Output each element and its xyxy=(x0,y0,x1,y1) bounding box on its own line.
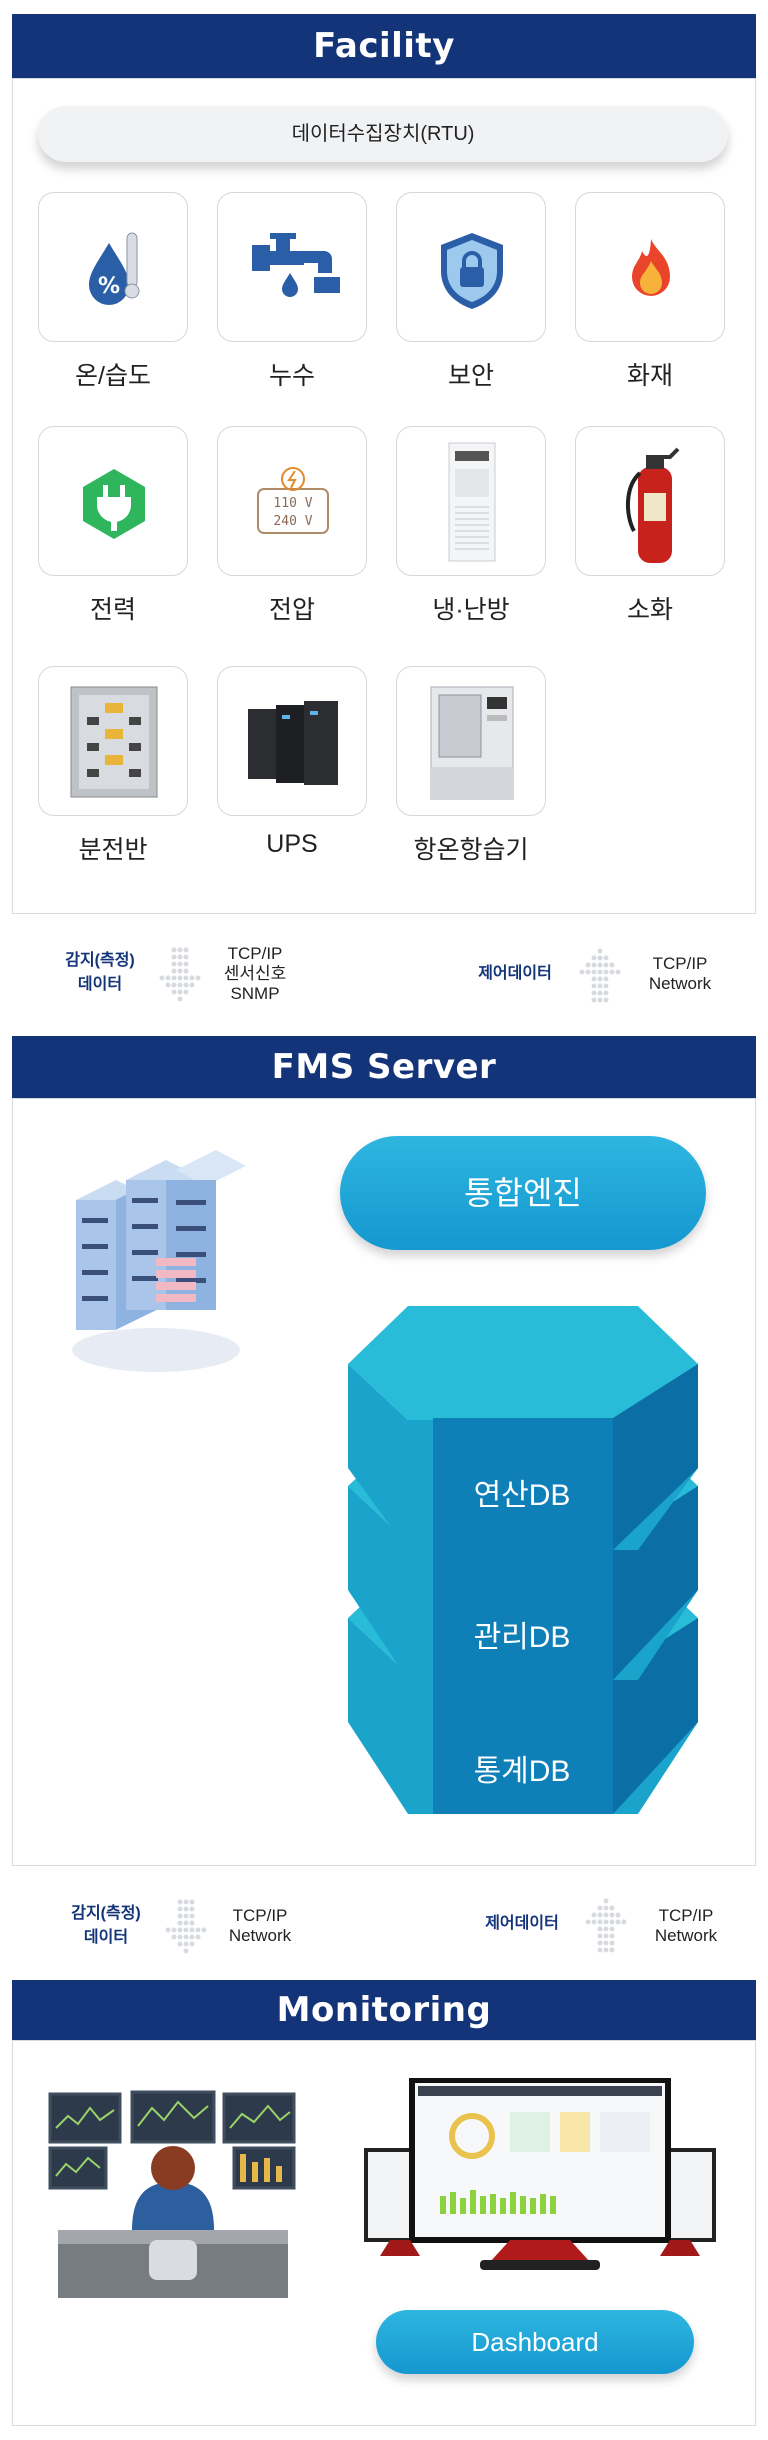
tile-security[interactable] xyxy=(396,192,546,342)
facility-header: Facility xyxy=(12,14,756,78)
tile-label-voltage: 전압 xyxy=(268,596,315,624)
fire-icon xyxy=(632,239,670,296)
ups-icon xyxy=(248,701,338,785)
db-label-management: 관리DB xyxy=(473,1621,571,1654)
operator-monitoring-icon xyxy=(48,2090,296,2298)
tile-label-security: 보안 xyxy=(447,362,494,390)
water-leak-icon xyxy=(252,233,340,297)
power-plug-icon xyxy=(83,469,145,539)
dashboard-button[interactable]: Dashboard xyxy=(376,2310,694,2374)
sensing-data-label-2: 감지(측정) 데이터 xyxy=(71,1905,141,1946)
tile-power[interactable] xyxy=(38,426,188,576)
control-protocols: TCP/IP Network xyxy=(648,954,712,993)
db-label-statistics: 통계DB xyxy=(473,1755,571,1788)
rtu-bar: 데이터수집장치(RTU) xyxy=(38,106,728,162)
server-rack-icon xyxy=(72,1150,246,1372)
voltage-icon: 110 V 240 V xyxy=(257,467,329,534)
monitoring-title: Monitoring xyxy=(276,1990,492,2030)
tile-ups[interactable] xyxy=(217,666,367,816)
tile-fire[interactable] xyxy=(575,192,725,342)
tile-label-fire: 화재 xyxy=(626,362,673,390)
svg-text:240 V: 240 V xyxy=(273,514,312,529)
control-data-label-2: 제어데이터 xyxy=(485,1915,559,1932)
control-data-label: 제어데이터 xyxy=(478,965,552,982)
rtu-label: 데이터수집장치(RTU) xyxy=(291,123,475,145)
svg-text:110 V: 110 V xyxy=(273,496,312,511)
down-arrow-icon xyxy=(159,947,201,1002)
tile-label-fire-extinguisher: 소화 xyxy=(626,596,673,624)
db-stack-icon xyxy=(348,1306,698,1814)
tile-label-water-leak: 누수 xyxy=(268,362,315,390)
sensing-protocols: TCP/IP 센서신호 SNMP xyxy=(223,944,287,1003)
tile-thermo-hygrostat[interactable] xyxy=(396,666,546,816)
tile-fire-extinguisher[interactable] xyxy=(575,426,725,576)
server-header: FMS Server xyxy=(12,1036,756,1098)
monitoring-header: Monitoring xyxy=(12,1980,756,2040)
svg-text:%: % xyxy=(98,274,120,299)
sensing-data-label: 감지(측정) 데이터 xyxy=(65,952,135,993)
dashboard-monitors-icon xyxy=(364,2078,716,2270)
dashboard-label: Dashboard xyxy=(471,2327,599,2357)
integrated-engine-button[interactable]: 통합엔진 xyxy=(340,1136,706,1250)
fire-extinguisher-icon xyxy=(625,447,680,563)
thermo-hygrostat-icon xyxy=(430,686,514,800)
tile-voltage[interactable]: 110 V 240 V xyxy=(217,426,367,576)
tile-air-conditioner[interactable] xyxy=(396,426,546,576)
tile-label-ups: UPS xyxy=(266,830,318,858)
tile-temp-humidity[interactable]: % xyxy=(38,192,188,342)
tile-label-air-conditioner: 냉·난방 xyxy=(432,596,510,624)
tile-water-leak[interactable] xyxy=(217,192,367,342)
db-label-operation: 연산DB xyxy=(473,1479,571,1512)
air-conditioner-icon xyxy=(448,442,496,562)
tile-label-temp-humidity: 온/습도 xyxy=(75,362,151,390)
server-title: FMS Server xyxy=(271,1047,497,1087)
facility-title: Facility xyxy=(313,26,455,66)
tile-distribution-panel[interactable] xyxy=(38,666,188,816)
security-shield-icon xyxy=(441,233,503,309)
up-arrow-icon-2 xyxy=(585,1898,627,1953)
distribution-panel-icon xyxy=(70,686,158,798)
integrated-engine-label: 통합엔진 xyxy=(464,1175,582,1211)
up-arrow-icon xyxy=(579,948,621,1003)
tile-label-thermo-hygrostat: 항온항습기 xyxy=(413,836,529,864)
thermo-humidity-icon: % xyxy=(89,232,140,305)
tile-label-power: 전력 xyxy=(89,596,136,624)
control-protocols-2: TCP/IP Network xyxy=(654,1906,718,1945)
down-arrow-icon-2 xyxy=(165,1899,207,1954)
sensing-protocols-2: TCP/IP Network xyxy=(228,1906,292,1945)
tile-label-distribution-panel: 분전반 xyxy=(78,836,148,864)
